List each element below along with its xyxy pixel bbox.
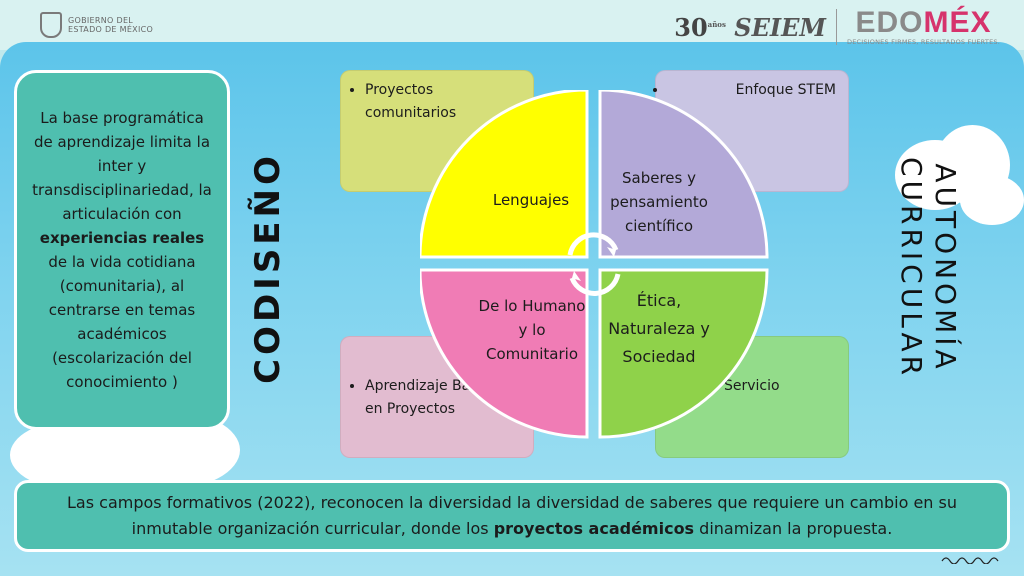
gov-line2: ESTADO DE MÉXICO [68,25,154,34]
quadrant-etica [598,268,769,439]
edomex-a: EDO [855,6,924,39]
left-description-box: La base programática de aprendizaje limi… [14,70,230,430]
box-tr-item: Enfoque STEM [668,79,836,102]
autonomia-line2: CURRICULAR [895,156,928,380]
gov-logo: GOBIERNO DEL ESTADO DE MÉXICO [40,12,153,38]
quadrant-humano [420,268,589,439]
codiseno-label: CODISEÑO [248,152,288,384]
box-tl-item: Proyectos comunitarios [365,79,521,125]
edomex-logo: EDOMÉX DECISIONES FIRMES, RESULTADOS FUE… [846,6,1000,47]
autonomia-label: AUTONOMÍA CURRICULAR [894,157,962,379]
box-br-item: Servicio [724,375,836,398]
bottom-description: Las campos formativos (2022), reconocen … [47,490,977,542]
logo-separator [835,9,837,45]
left-text-bold: experiencias reales [39,229,205,247]
bottom-text-1: Las campos formativos (2022), reconocen … [67,493,957,538]
seiem-logo: 30años SEIEM [674,13,826,42]
brand-logos: 30años SEIEM EDOMÉX DECISIONES FIRMES, R… [674,6,1000,47]
label-humano: De lo Humano y lo Comunitario [478,297,586,363]
cloud-right [960,175,1024,225]
quadrant-saberes [598,90,769,259]
bottom-description-box: Las campos formativos (2022), reconocen … [14,480,1010,552]
bottom-text-bold: proyectos académicos [493,519,695,538]
quadrant-lenguajes [420,90,589,259]
edomex-b: MÉX [923,6,992,39]
label-lenguajes: Lenguajes [492,191,570,209]
gov-line1: GOBIERNO DEL [68,16,134,25]
cycle-arrow-head-icon [607,247,616,257]
cycle-arrow-icon [569,273,621,296]
label-etica: Ética, Naturaleza y Sociedad [608,291,710,366]
seiem-text: SEIEM [734,12,826,42]
header-band [0,0,1024,50]
cycle-arrow-head-icon [572,271,581,281]
seiem-number: 30 [674,12,708,42]
left-text-1: La base programática de aprendizaje limi… [32,109,212,223]
crest-icon [40,12,62,38]
left-description: La base programática de aprendizaje limi… [31,106,213,394]
signature-icon [941,557,999,564]
label-saberes: Saberes y pensamiento científico [610,169,708,235]
edomex-tagline: DECISIONES FIRMES, RESULTADOS FUERTES. [846,38,1000,46]
left-text-2: de la vida cotidiana (comunitaria), al c… [48,253,196,391]
cycle-arrow-icon [567,232,619,256]
bottom-text-2: dinamizan la propuesta. [694,519,893,538]
autonomia-line1: AUTONOMÍA [929,163,962,373]
campos-formativos-circle [420,90,769,439]
seiem-sup: años [707,19,726,29]
